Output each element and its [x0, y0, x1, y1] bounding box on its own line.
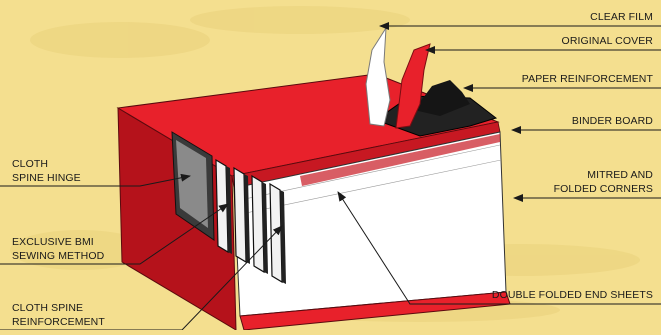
- label-cloth-hinge-line2: SPINE HINGE: [12, 172, 81, 185]
- clear-film-layer: [366, 28, 390, 126]
- label-bmi-line1: EXCLUSIVE BMI: [12, 236, 94, 249]
- label-double-folded: DOUBLE FOLDED END SHEETS: [492, 289, 653, 302]
- label-paper-reinforcement: PAPER REINFORCEMENT: [522, 73, 653, 86]
- label-mitred-line1: MITRED AND: [587, 169, 653, 182]
- label-mitred-line2: FOLDED CORNERS: [554, 183, 653, 196]
- label-bmi-line2: SEWING METHOD: [12, 250, 104, 263]
- label-original-cover: ORIGINAL COVER: [562, 35, 653, 48]
- label-spine-reinf-line1: CLOTH SPINE: [12, 302, 83, 315]
- label-spine-reinf-line2: REINFORCEMENT: [12, 316, 105, 329]
- label-clear-film: CLEAR FILM: [590, 11, 653, 24]
- label-binder-board: BINDER BOARD: [572, 115, 653, 128]
- label-cloth-hinge-line1: CLOTH: [12, 158, 48, 171]
